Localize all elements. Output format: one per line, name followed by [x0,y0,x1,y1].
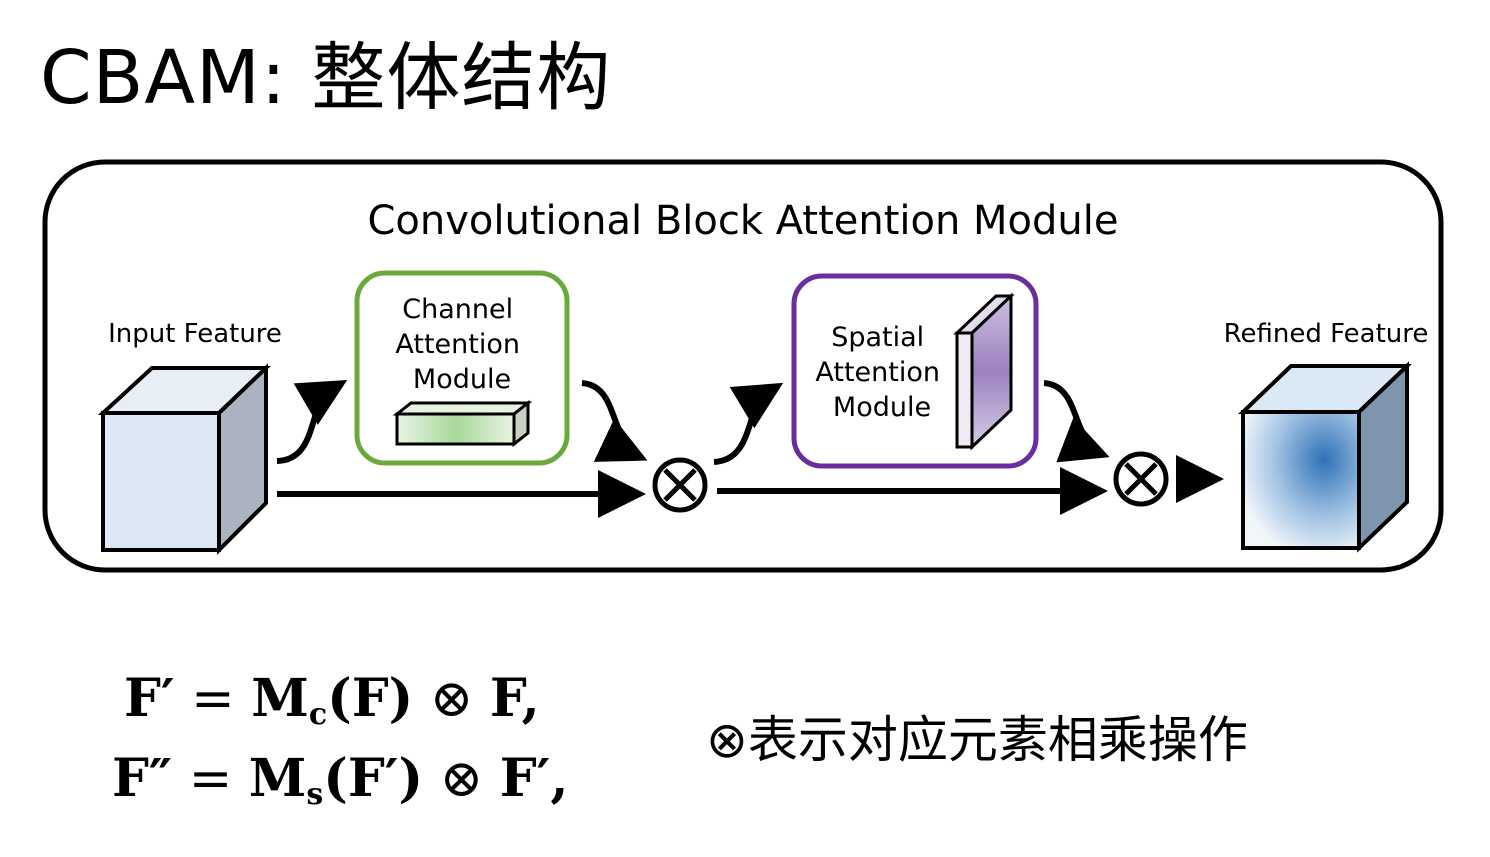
flow-arrows [276,379,1224,518]
equation-2: F″ = Ms(F′) ⊗ F′, [112,748,568,812]
input-feature-cube [97,363,271,555]
arrow-input-to-channel [276,379,348,464]
eq1-lhs: F′ [124,668,175,729]
channel-label-line2: Attention [395,329,520,360]
eq1-arg: (F) [327,668,414,729]
eq2-rhs: F′, [499,748,569,809]
eq2-equals: = [188,749,233,809]
spatial-label-line3: Module [833,392,931,423]
eq2-op: ⊗ [439,749,484,809]
eq2-arg: (F′) [323,748,424,809]
eq1-rhs: F, [489,668,540,729]
channel-label-line3: Module [413,364,511,395]
spatial-label-line2: Attention [815,357,940,388]
svg-text:Channel Attention Modu: Channel Attention Module [395,294,528,395]
multiply-operator-2 [1113,451,1169,507]
equation-1: F′ = Mc(F) ⊗ F, [124,668,540,732]
channel-label-line1: Channel [402,294,513,325]
eq1-equals: = [191,669,235,729]
arrow-spatial-to-mul [1043,380,1110,463]
spatial-attention-slab [953,292,1015,451]
arrow-channel-to-mul [581,380,648,462]
slide-title: CBAM: 整体结构 [40,35,612,121]
eq2-lhs: F″ [112,748,173,809]
elementwise-note: ⊗表示对应元素相乘操作 [706,711,1248,769]
diagram-heading: Convolutional Block Attention Module [368,198,1119,244]
svg-text:Spatial Attention Modu: Spatial Attention Module [815,322,948,423]
arrow-mul-to-spatial [713,382,784,465]
refined-feature-label: Refined Feature [1224,319,1429,349]
refined-feature-cube [1238,361,1412,553]
eq2-m: M [248,748,307,809]
multiply-operator-1 [652,457,708,513]
eq2-sub: s [306,777,324,812]
channel-attention-bar [392,399,533,448]
eq1-sub: c [308,697,328,732]
spatial-label-line1: Spatial [831,322,924,353]
input-feature-label: Input Feature [108,319,282,349]
eq1-op: ⊗ [429,669,474,729]
eq1-m: M [251,668,309,729]
